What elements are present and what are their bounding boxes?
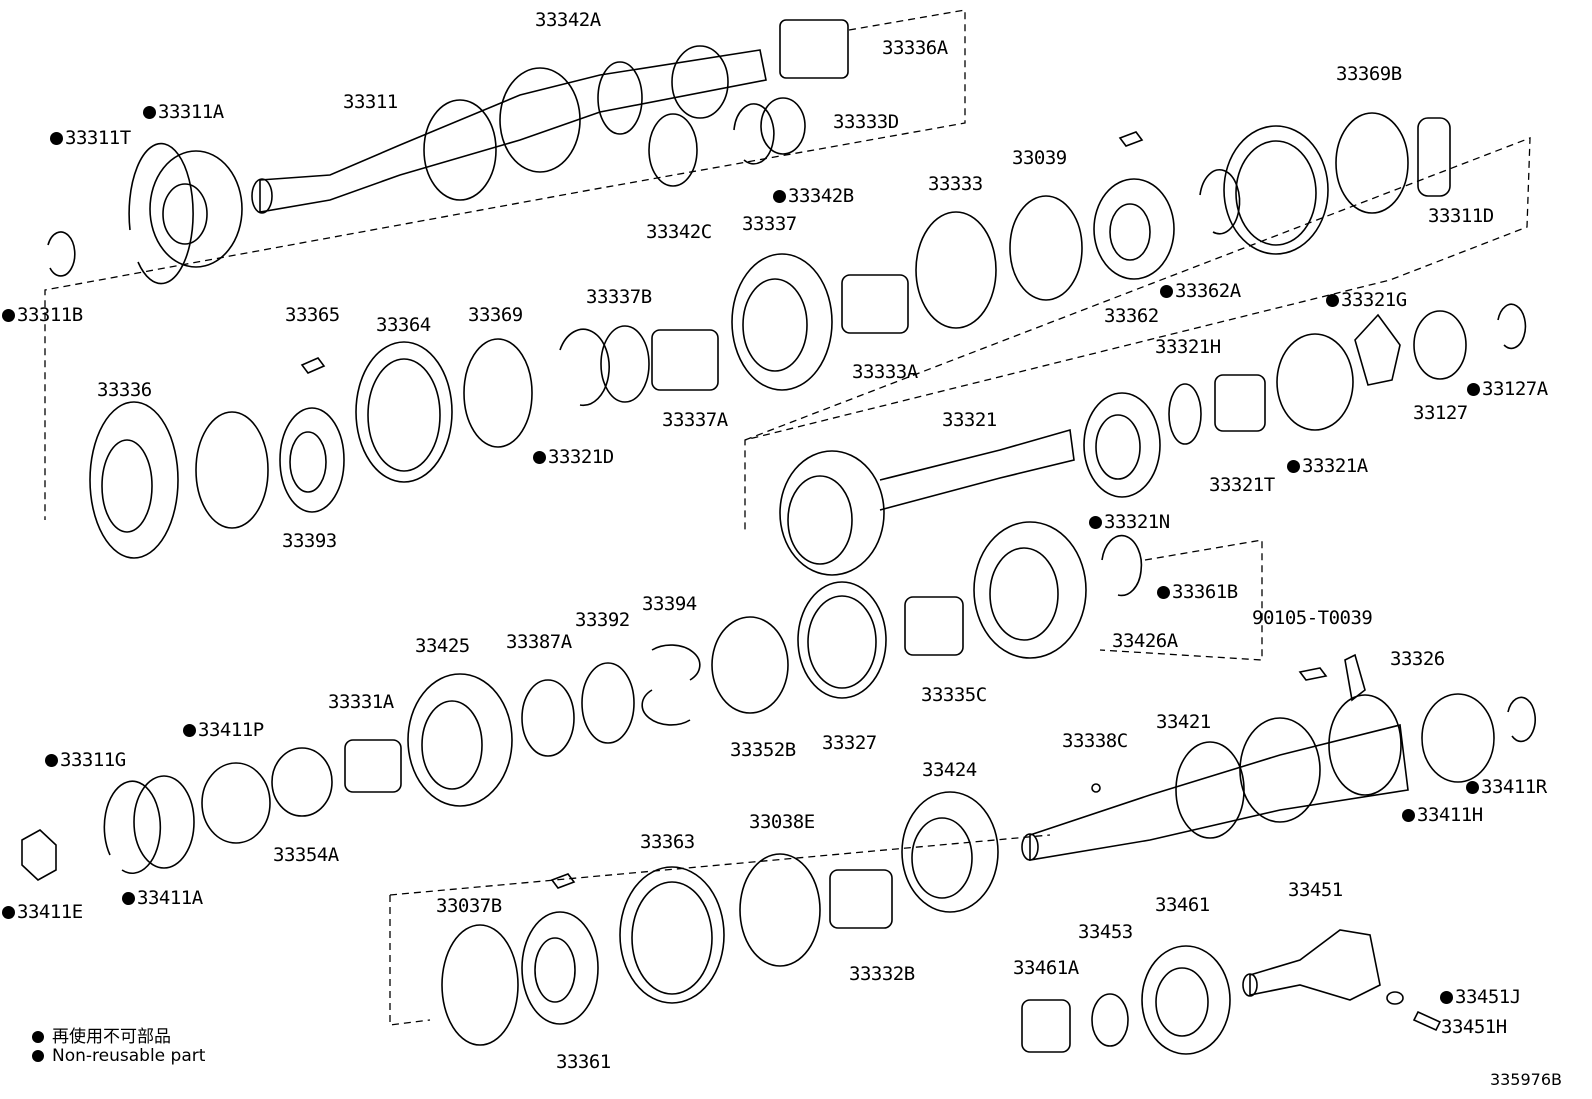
part-label-33336a[interactable]: 33336A <box>882 37 948 59</box>
main-shaft-drawing <box>251 45 767 214</box>
part-label-33337[interactable]: 33337 <box>742 213 797 235</box>
part-label-33331a[interactable]: 33331A <box>328 691 394 713</box>
part-label-90105-t0039[interactable]: 90105-T0039 <box>1252 607 1373 629</box>
part-label-33311b[interactable]: 33311B <box>2 305 83 325</box>
part-label-33369b[interactable]: 33369B <box>1336 63 1402 85</box>
part-label-33321h[interactable]: 33321H <box>1155 336 1221 358</box>
part-label-33311[interactable]: 33311 <box>343 91 398 113</box>
part-label-33311g[interactable]: 33311G <box>45 750 126 770</box>
part-label-33365[interactable]: 33365 <box>285 304 340 326</box>
part-label-33311t[interactable]: 33311T <box>50 128 131 148</box>
part-label-33394[interactable]: 33394 <box>642 593 697 615</box>
part-label-33461a[interactable]: 33461A <box>1013 957 1079 979</box>
part-label-33393[interactable]: 33393 <box>282 530 337 552</box>
part-label-33361b[interactable]: 33361B <box>1157 582 1238 602</box>
reference-code: 335976B <box>1489 1070 1562 1089</box>
part-label-33426a[interactable]: 33426A <box>1112 630 1178 652</box>
part-label-33326[interactable]: 33326 <box>1390 648 1445 670</box>
part-label-33342c[interactable]: 33342C <box>646 221 712 243</box>
part-label-33311a[interactable]: 33311A <box>143 102 224 122</box>
row2-components <box>89 112 1451 559</box>
part-label-33321g[interactable]: 33321G <box>1326 290 1407 310</box>
part-label-33332b[interactable]: 33332B <box>849 963 915 985</box>
part-label-33338c[interactable]: 33338C <box>1062 730 1128 752</box>
part-label-33352b[interactable]: 33352B <box>730 739 796 761</box>
part-label-33127[interactable]: 33127 <box>1413 402 1468 424</box>
part-label-33421[interactable]: 33421 <box>1156 711 1211 733</box>
part-label-33335c[interactable]: 33335C <box>921 684 987 706</box>
part-label-33327[interactable]: 33327 <box>822 732 877 754</box>
part-label-33411h[interactable]: 33411H <box>1402 805 1483 825</box>
part-label-33461[interactable]: 33461 <box>1155 894 1210 916</box>
part-label-33037b[interactable]: 33037B <box>436 895 502 917</box>
part-label-33127a[interactable]: 33127A <box>1467 379 1548 399</box>
legend-en: Non-reusable part <box>32 1046 205 1066</box>
part-label-33333a[interactable]: 33333A <box>852 361 918 383</box>
output-shaft-drawing <box>1021 693 1536 861</box>
part-label-33321[interactable]: 33321 <box>942 409 997 431</box>
part-label-33425[interactable]: 33425 <box>415 635 470 657</box>
part-label-33333[interactable]: 33333 <box>928 173 983 195</box>
group-outlines <box>44 9 1531 1026</box>
part-label-33336[interactable]: 33336 <box>97 379 152 401</box>
part-label-33363[interactable]: 33363 <box>640 831 695 853</box>
row4-components <box>441 791 1442 1055</box>
part-label-33361[interactable]: 33361 <box>556 1051 611 1073</box>
part-label-33337a[interactable]: 33337A <box>662 409 728 431</box>
part-label-33321a[interactable]: 33321A <box>1287 456 1368 476</box>
row1-components <box>47 19 849 285</box>
row3-components <box>21 521 1366 881</box>
part-label-33039[interactable]: 33039 <box>1012 147 1067 169</box>
part-label-33451h[interactable]: 33451H <box>1441 1016 1507 1038</box>
part-label-33392[interactable]: 33392 <box>575 609 630 631</box>
part-label-33387a[interactable]: 33387A <box>506 631 572 653</box>
part-label-33424[interactable]: 33424 <box>922 759 977 781</box>
part-label-33342b[interactable]: 33342B <box>773 186 854 206</box>
part-label-33038e[interactable]: 33038E <box>749 811 815 833</box>
part-label-33411r[interactable]: 33411R <box>1466 777 1547 797</box>
part-label-33354a[interactable]: 33354A <box>273 844 339 866</box>
part-label-33337b[interactable]: 33337B <box>586 286 652 308</box>
part-label-33342a[interactable]: 33342A <box>535 9 601 31</box>
part-label-33333d[interactable]: 33333D <box>833 111 899 133</box>
part-label-33321d[interactable]: 33321D <box>533 447 614 467</box>
counter-shaft-drawing <box>779 303 1527 576</box>
part-label-33369[interactable]: 33369 <box>468 304 523 326</box>
part-label-33451j[interactable]: 33451J <box>1440 987 1521 1007</box>
part-label-33362[interactable]: 33362 <box>1104 305 1159 327</box>
part-label-33321t[interactable]: 33321T <box>1209 474 1275 496</box>
legend-jp: 再使用不可部品 <box>32 1022 171 1047</box>
part-label-33321n[interactable]: 33321N <box>1089 512 1170 532</box>
black-dot-icon <box>32 1050 44 1062</box>
part-label-33411a[interactable]: 33411A <box>122 888 203 908</box>
part-label-33411e[interactable]: 33411E <box>2 902 83 922</box>
part-label-33362a[interactable]: 33362A <box>1160 281 1241 301</box>
part-label-33311d[interactable]: 33311D <box>1428 205 1494 227</box>
part-label-33411p[interactable]: 33411P <box>183 720 264 740</box>
part-label-33364[interactable]: 33364 <box>376 314 431 336</box>
black-dot-icon <box>32 1031 44 1043</box>
part-label-33451[interactable]: 33451 <box>1288 879 1343 901</box>
part-label-33453[interactable]: 33453 <box>1078 921 1133 943</box>
